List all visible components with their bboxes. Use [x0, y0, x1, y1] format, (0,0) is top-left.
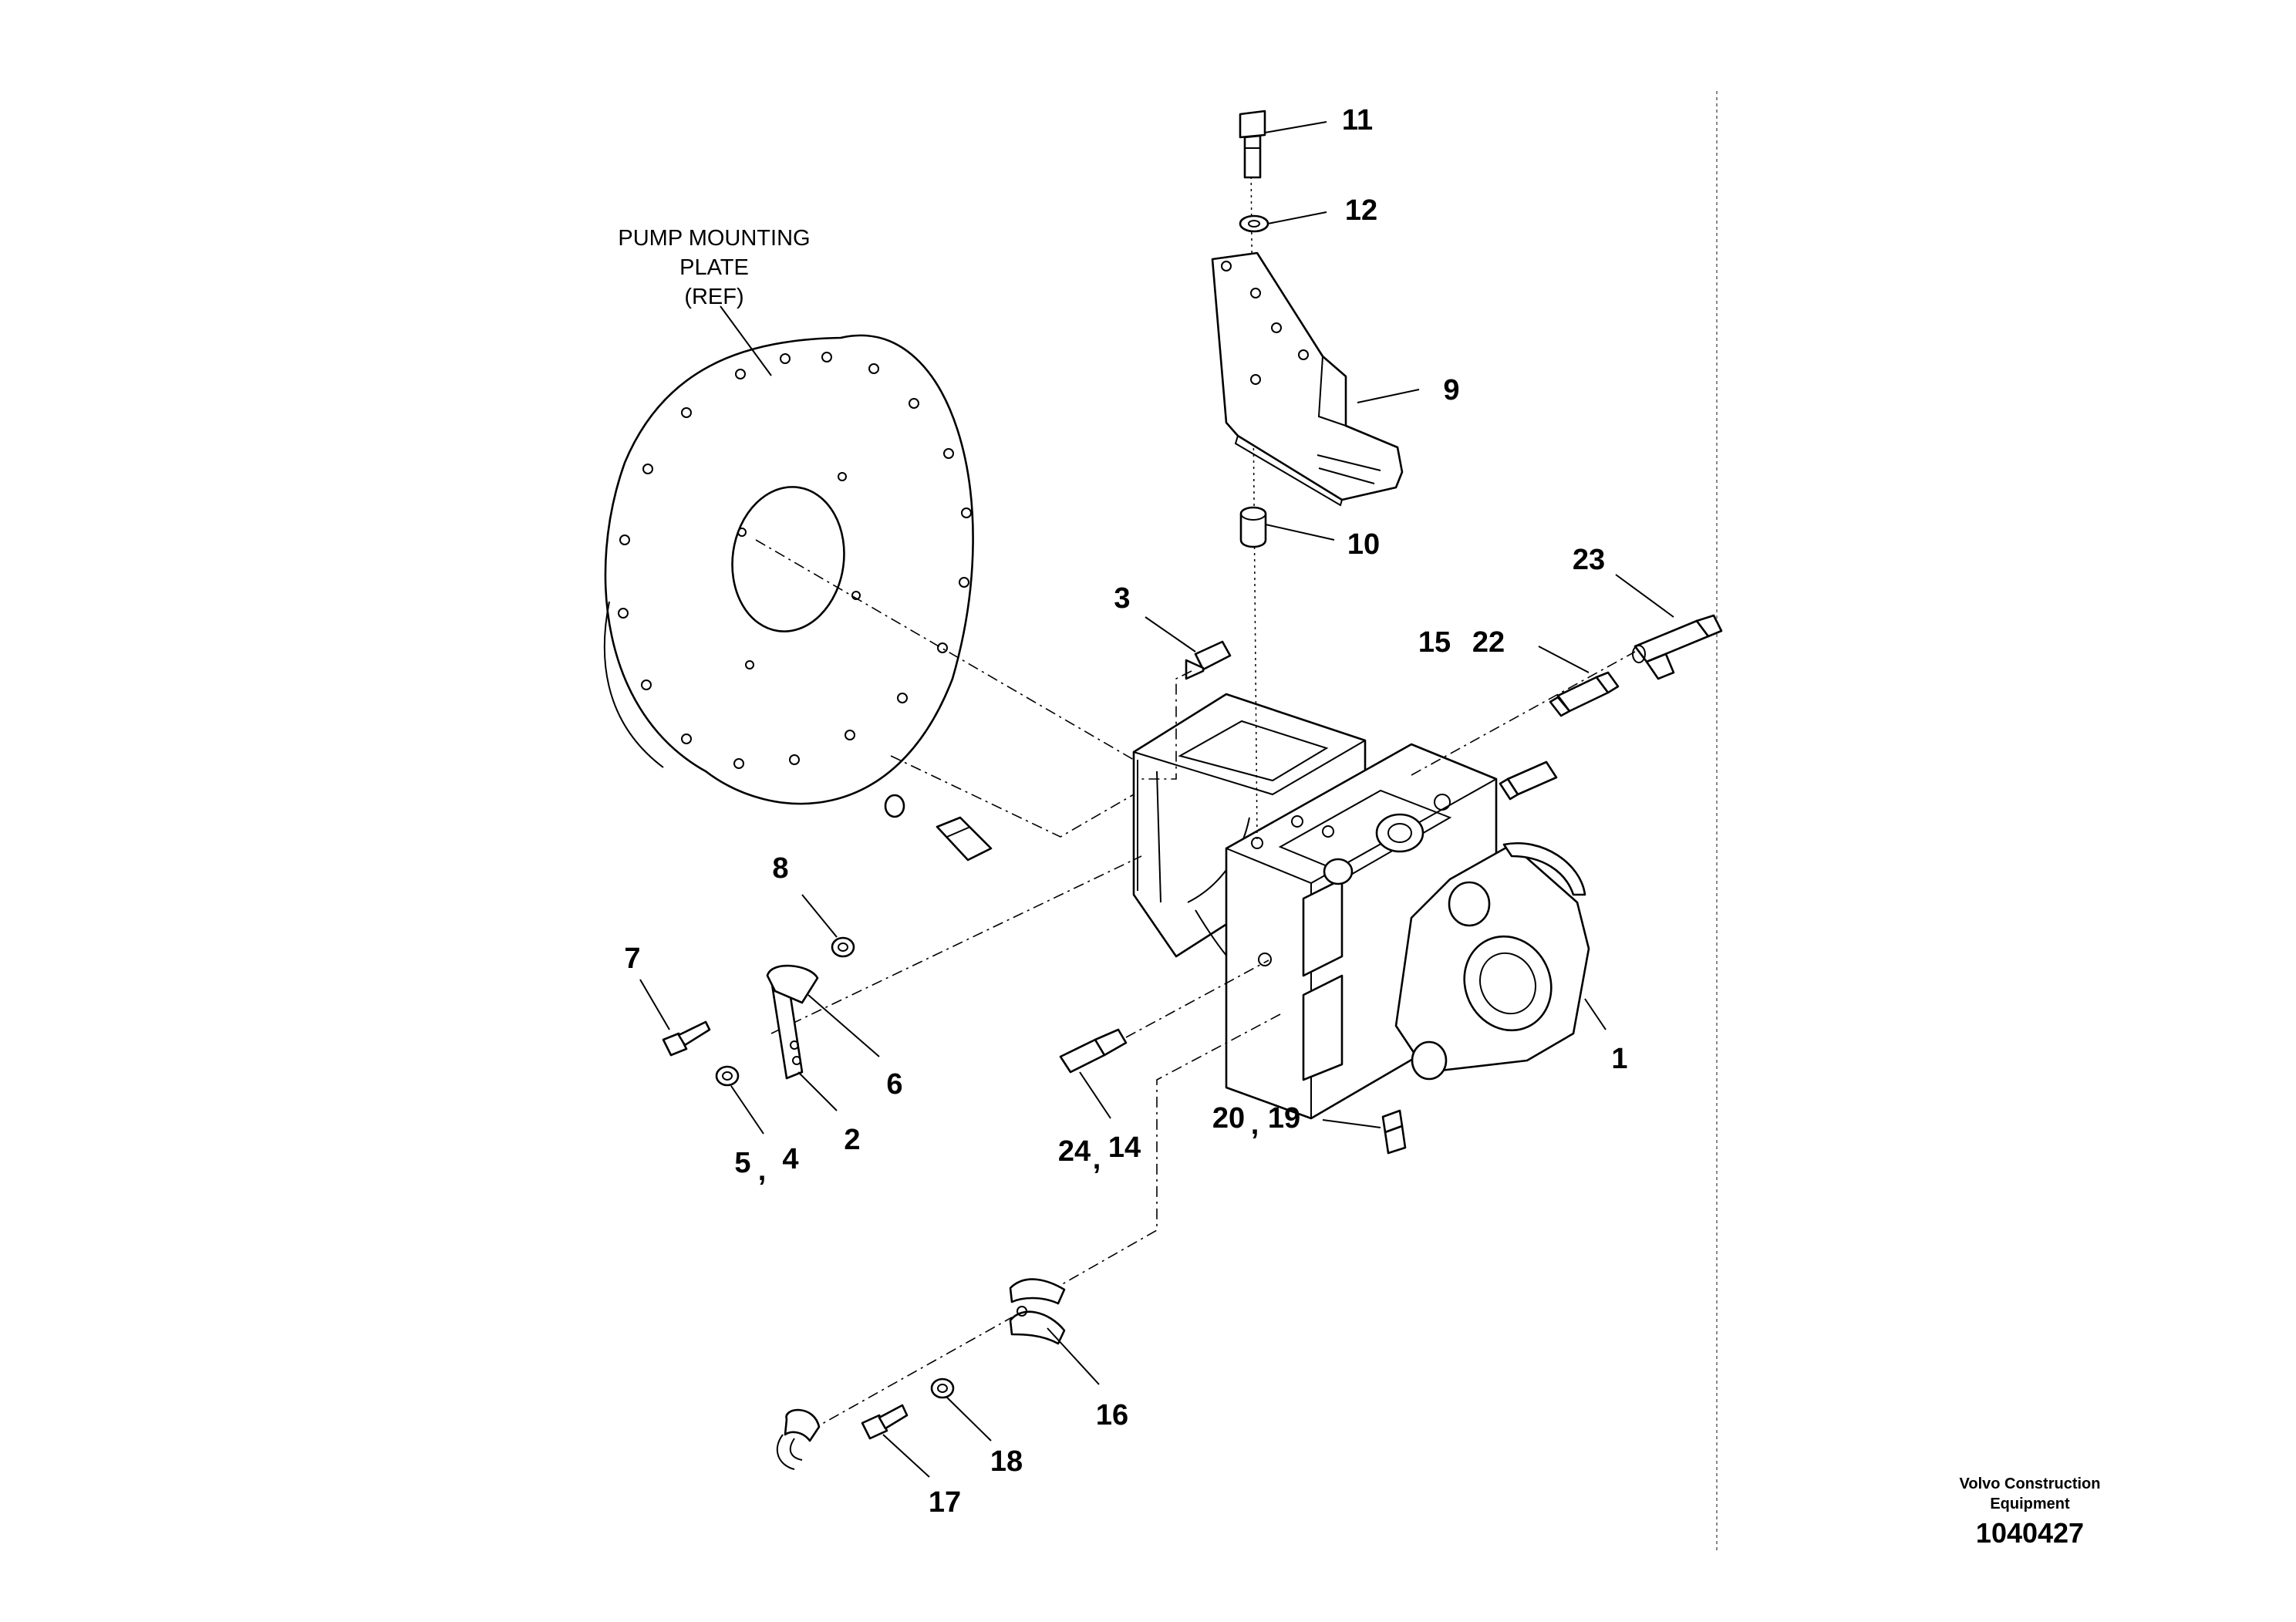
bolt-7	[662, 1020, 711, 1057]
callout-2: 2	[844, 1124, 860, 1156]
plate-bolt-holes	[618, 352, 972, 769]
centerline-plate-pump	[755, 539, 1135, 760]
callout-separator-5-4: ,	[758, 1155, 767, 1187]
cap-screw-11	[1239, 110, 1266, 179]
hose-end	[776, 1408, 821, 1470]
washer-12	[1239, 214, 1269, 233]
callout-4: 4	[782, 1143, 798, 1175]
centerline-plate-bolt	[890, 755, 1135, 838]
drawing-number: 1040427	[1976, 1517, 2084, 1549]
callout-23: 23	[1573, 544, 1605, 576]
centerline-lever	[770, 855, 1142, 1034]
reference-note-line3: (REF)	[684, 285, 743, 309]
bolt-pair	[884, 794, 993, 862]
callout-5: 5	[734, 1147, 750, 1179]
fitting-20	[1381, 1109, 1407, 1155]
callout-10: 10	[1347, 528, 1380, 561]
mounting-bracket	[1211, 251, 1404, 507]
lever-2	[766, 964, 819, 1080]
centerline-bracket	[1250, 157, 1258, 841]
callout-11: 11	[1342, 104, 1373, 137]
pump-mounting-plate	[603, 334, 974, 805]
washer-5	[715, 1065, 740, 1087]
callout-6: 6	[886, 1068, 902, 1101]
callout-separator-24-14: ,	[1093, 1143, 1101, 1175]
callout-12: 12	[1345, 194, 1377, 227]
callout-16: 16	[1096, 1399, 1128, 1431]
brand-line2: Equipment	[1990, 1496, 2070, 1512]
fitting-22	[1549, 671, 1620, 717]
spacer-10	[1239, 506, 1267, 548]
callout-24: 24	[1058, 1135, 1091, 1168]
callout-1: 1	[1611, 1043, 1627, 1075]
fitting-upper	[1499, 760, 1558, 801]
callout-7: 7	[624, 943, 640, 975]
callout-3: 3	[1114, 582, 1130, 615]
bolt-17	[861, 1404, 909, 1440]
callout-19: 19	[1268, 1102, 1300, 1135]
centerline-fittings	[1411, 651, 1636, 776]
callout-18: 18	[990, 1445, 1023, 1478]
centerline-fitting-24	[1125, 959, 1269, 1038]
hydraulic-pump	[1132, 693, 1590, 1120]
bolt-3	[1185, 640, 1232, 680]
centerline-clamp-bolt	[809, 1317, 1013, 1431]
reference-note-line1: PUMP MOUNTING	[618, 226, 810, 251]
centerline-bolt-3	[1141, 670, 1192, 780]
callout-separator-20-19: ,	[1251, 1108, 1259, 1141]
callout-14: 14	[1108, 1131, 1141, 1164]
tee-fitting-23	[1632, 614, 1723, 680]
callout-22: 22	[1472, 626, 1505, 659]
centerline-clamp	[1052, 1013, 1281, 1290]
callout-15: 15	[1418, 626, 1451, 659]
clamp-16	[1009, 1278, 1066, 1345]
reference-note-line2: PLATE	[679, 255, 749, 280]
fitting-24	[1059, 1028, 1128, 1074]
callout-9: 9	[1443, 374, 1459, 406]
callout-20: 20	[1212, 1102, 1245, 1135]
brand-line1: Volvo Construction	[1960, 1475, 2101, 1492]
callout-8: 8	[772, 852, 788, 885]
callout-17: 17	[929, 1486, 961, 1519]
washer-18	[930, 1378, 955, 1399]
nut-8	[831, 936, 855, 958]
